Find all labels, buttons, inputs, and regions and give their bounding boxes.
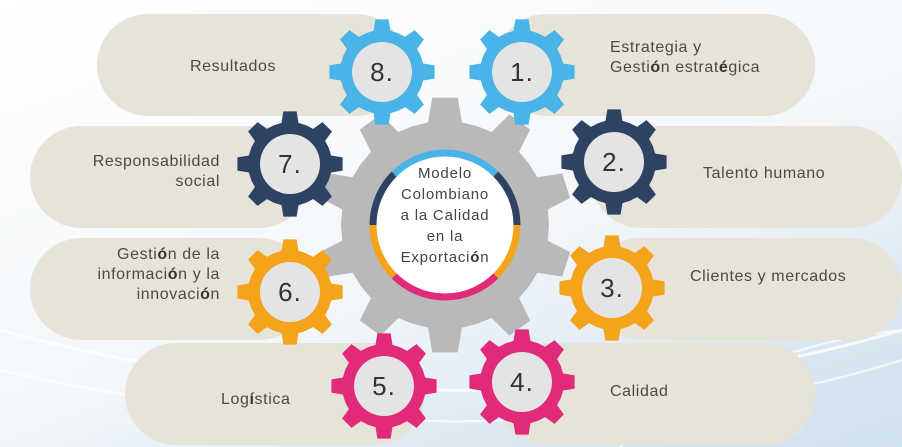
ring-arc-blue bbox=[391, 149, 499, 177]
label-responsabilidad: Responsabilidad social bbox=[92, 153, 220, 190]
gear-1-icon: 1. bbox=[468, 18, 576, 126]
gear-4-icon: 4. bbox=[468, 328, 576, 436]
label-resultados: Resultados bbox=[190, 58, 277, 75]
label-calidad: Calidad bbox=[610, 383, 669, 400]
ring-arc-navy-upper-right bbox=[493, 171, 521, 226]
gear-1-number: 1. bbox=[510, 56, 534, 87]
label-clientes: Clientes y mercados bbox=[690, 268, 847, 285]
gear-6-number: 6. bbox=[278, 276, 302, 307]
gear-6-icon: 6. bbox=[236, 238, 344, 346]
gear-8-icon: 8. bbox=[328, 18, 436, 126]
gear-hub bbox=[260, 262, 320, 322]
gear-7-icon: 7. bbox=[236, 110, 344, 218]
label-logistica: Logística bbox=[221, 391, 291, 408]
center-title: Modelo Colombiano a la Calidad en la Exp… bbox=[400, 164, 490, 266]
gear-8-number: 8. bbox=[370, 56, 394, 87]
ring-arc-navy bbox=[369, 171, 397, 226]
gear-3-icon: 3. bbox=[558, 234, 666, 342]
ring-arc-orange-left bbox=[369, 224, 397, 279]
gear-hub bbox=[354, 356, 414, 416]
gear-hub bbox=[584, 132, 644, 192]
gear-2-icon: 2. bbox=[560, 108, 668, 216]
ring-arc-pink bbox=[391, 273, 499, 301]
gear-hub bbox=[492, 352, 552, 412]
gear-hub bbox=[492, 42, 552, 102]
label-talento: Talento humano bbox=[703, 165, 826, 182]
gear-5-number: 5. bbox=[372, 370, 396, 401]
gear-3-number: 3. bbox=[600, 272, 624, 303]
gear-4-number: 4. bbox=[510, 366, 534, 397]
gear-2-number: 2. bbox=[602, 146, 626, 177]
center-gear bbox=[300, 95, 590, 360]
label-gestion-info: Gestión de la información y la innovació… bbox=[97, 246, 220, 303]
label-estrategia: Estrategia y Gestión estratégica bbox=[610, 39, 761, 76]
gear-hub bbox=[352, 42, 412, 102]
gear-hub bbox=[582, 258, 642, 318]
gear-5-icon: 5. bbox=[330, 332, 438, 440]
center-hub bbox=[373, 153, 517, 297]
gear-7-number: 7. bbox=[278, 148, 302, 179]
gear-hub bbox=[260, 134, 320, 194]
